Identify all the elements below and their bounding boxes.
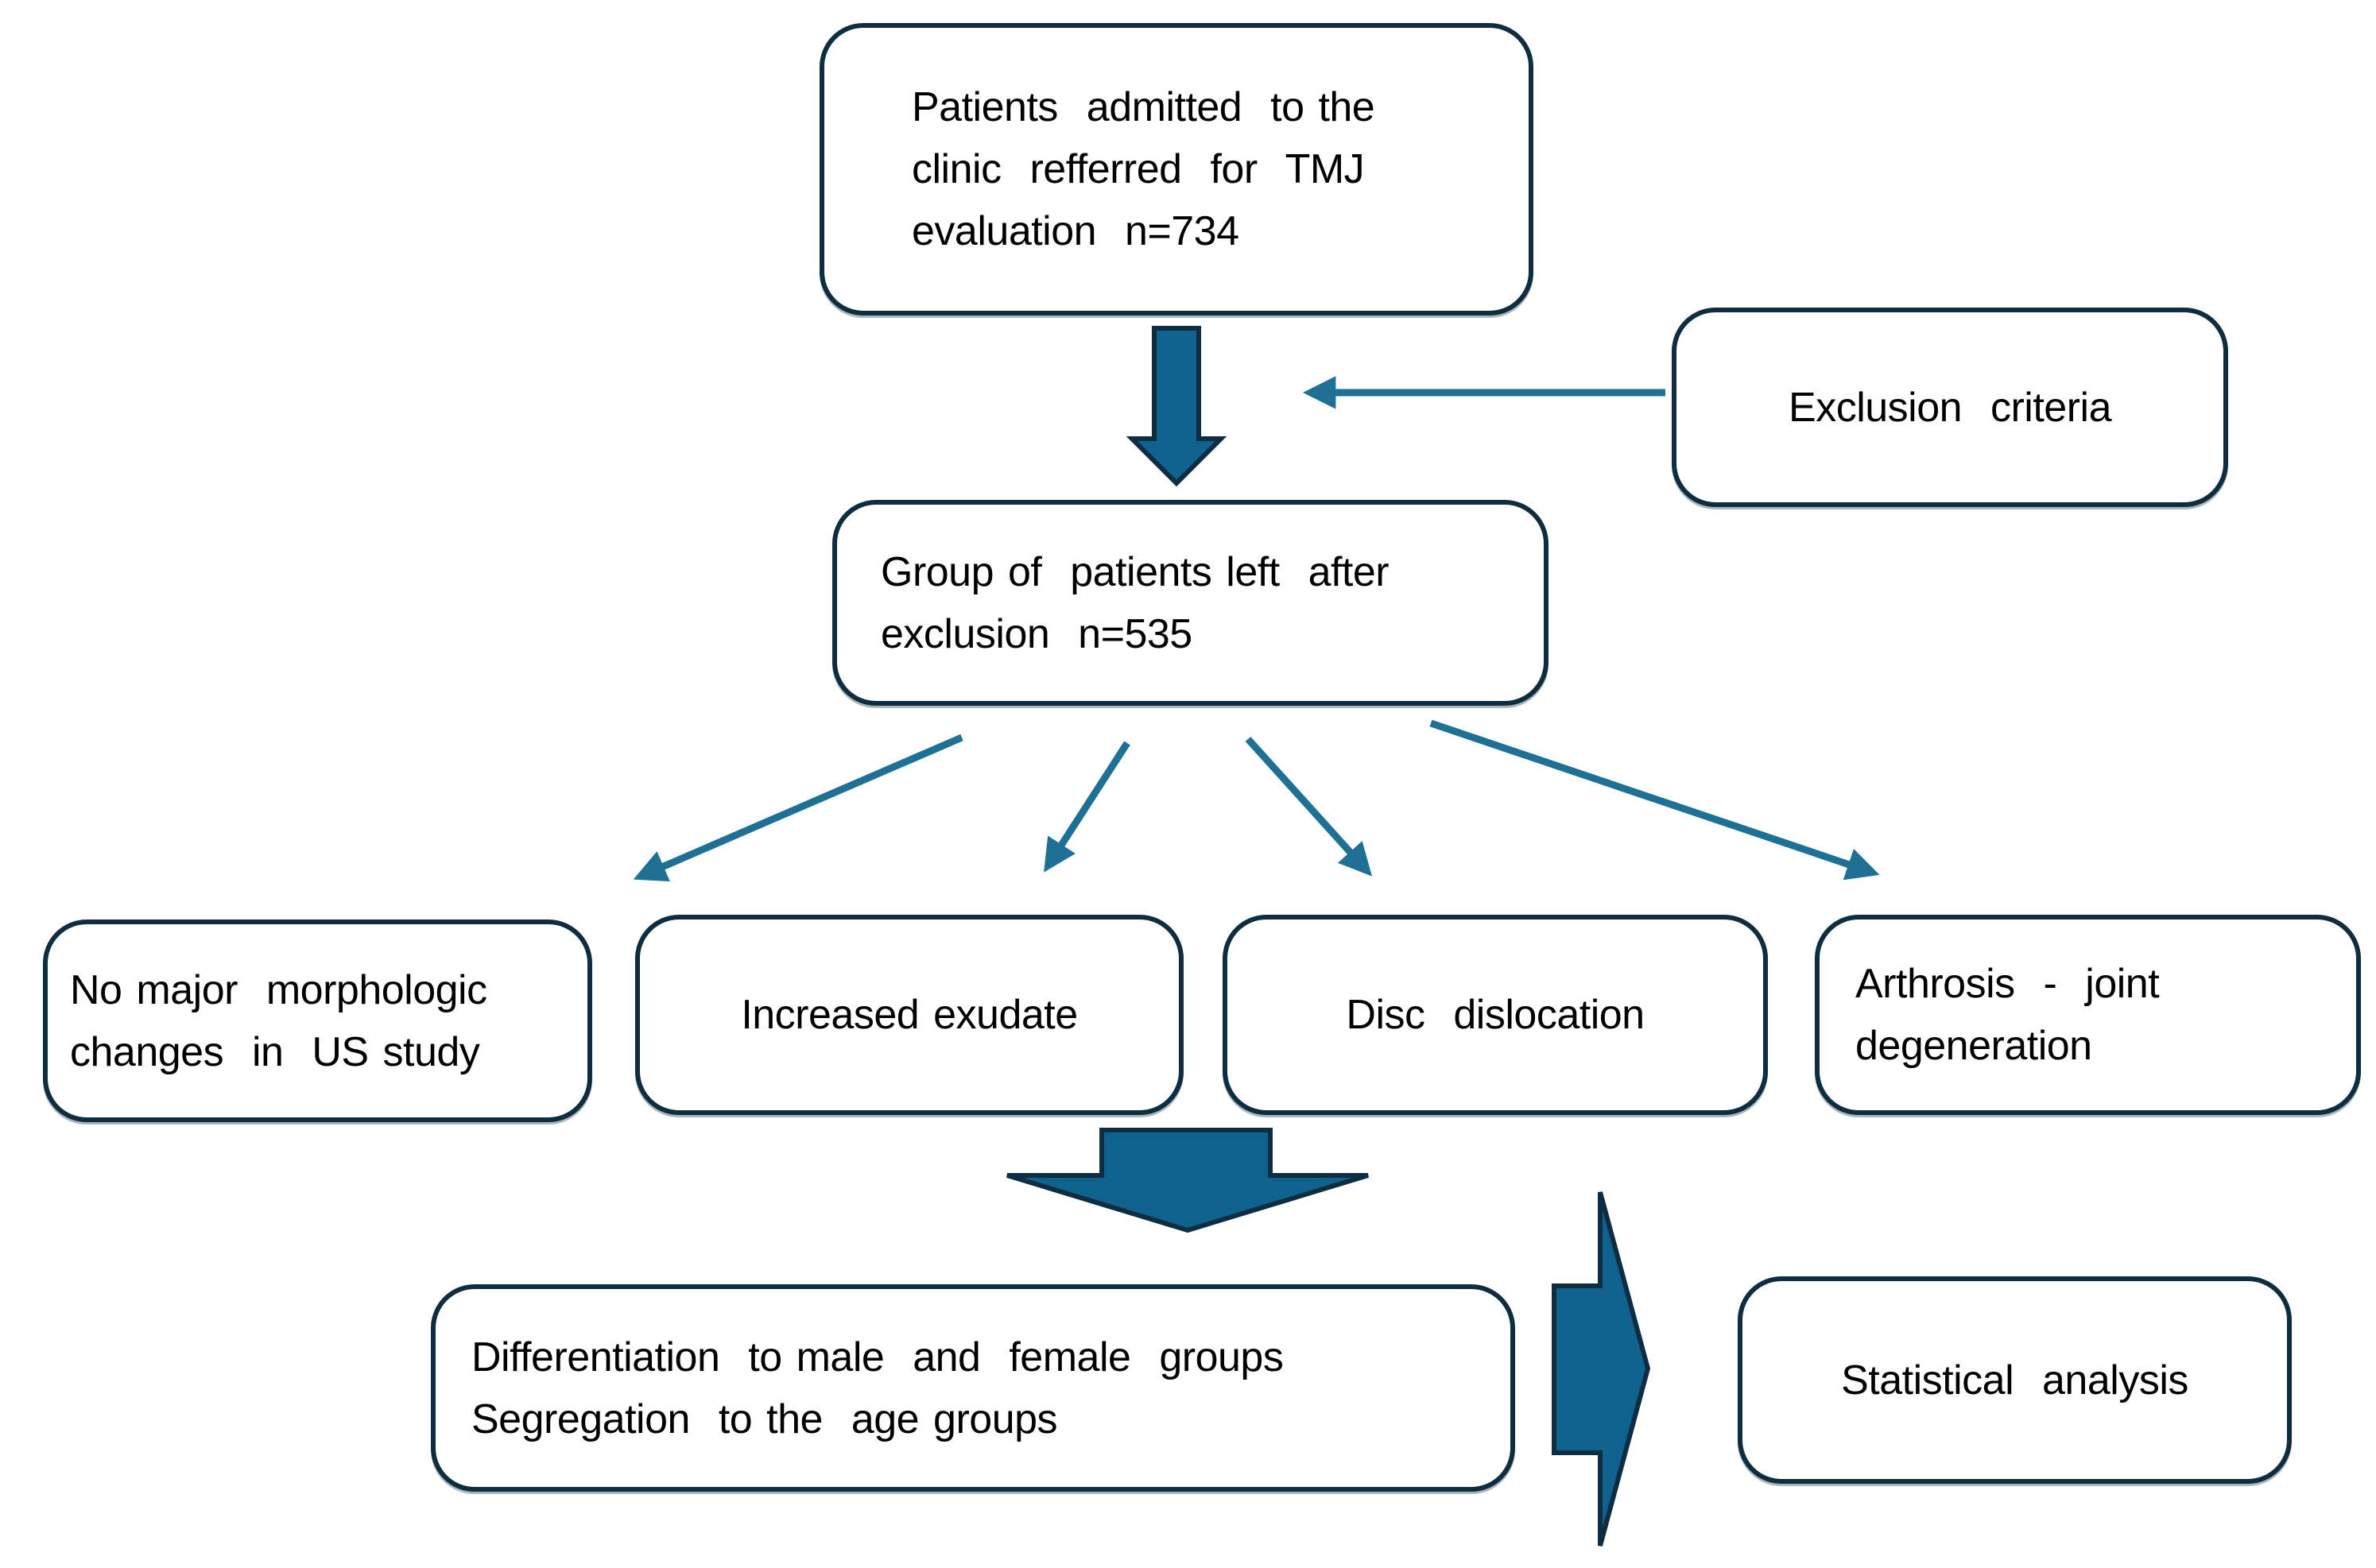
node-disc-dislocation: Disc dislocation — [1223, 915, 1768, 1115]
node-statistical-analysis: Statistical analysis — [1738, 1276, 2292, 1484]
node-statistical-analysis-text: Statistical analysis — [1841, 1357, 2188, 1403]
fan-arrow-no-changes — [633, 734, 963, 882]
node-differentiation-groups-text: Differentiation to male and female group… — [471, 1334, 1284, 1442]
fan-arrow-arthrosis — [1429, 719, 1880, 881]
node-exclusion-criteria-text: Exclusion criteria — [1789, 384, 2111, 431]
node-differentiation-groups: Differentiation to male and female group… — [431, 1284, 1515, 1492]
node-arthrosis-text: Arthrosis - joint degeneration — [1855, 961, 2160, 1069]
node-exclusion-criteria: Exclusion criteria — [1672, 308, 2228, 507]
down-block-arrow-small — [1126, 326, 1227, 487]
node-increased-exudate: Increased exudate — [635, 915, 1184, 1115]
right-block-arrow — [1552, 1191, 1651, 1547]
node-no-morphologic-changes-text: No major morphologic changes in US study — [70, 966, 487, 1075]
node-group-after-exclusion: Group of patients left after exclusion n… — [832, 500, 1548, 706]
node-patients-admitted-text: Patients admitted to the clinic refferre… — [912, 84, 1375, 254]
fan-arrow-disc — [1245, 736, 1373, 877]
node-disc-dislocation-text: Disc dislocation — [1346, 992, 1645, 1038]
down-block-arrow-large — [1006, 1128, 1369, 1233]
fan-arrow-exudate — [1044, 741, 1130, 873]
node-arthrosis: Arthrosis - joint degeneration — [1815, 915, 2361, 1115]
node-no-morphologic-changes: No major morphologic changes in US study — [43, 920, 592, 1122]
node-patients-admitted: Patients admitted to the clinic refferre… — [820, 23, 1533, 316]
node-increased-exudate-text: Increased exudate — [741, 992, 1078, 1038]
node-group-after-exclusion-text: Group of patients left after exclusion n… — [881, 548, 1390, 657]
